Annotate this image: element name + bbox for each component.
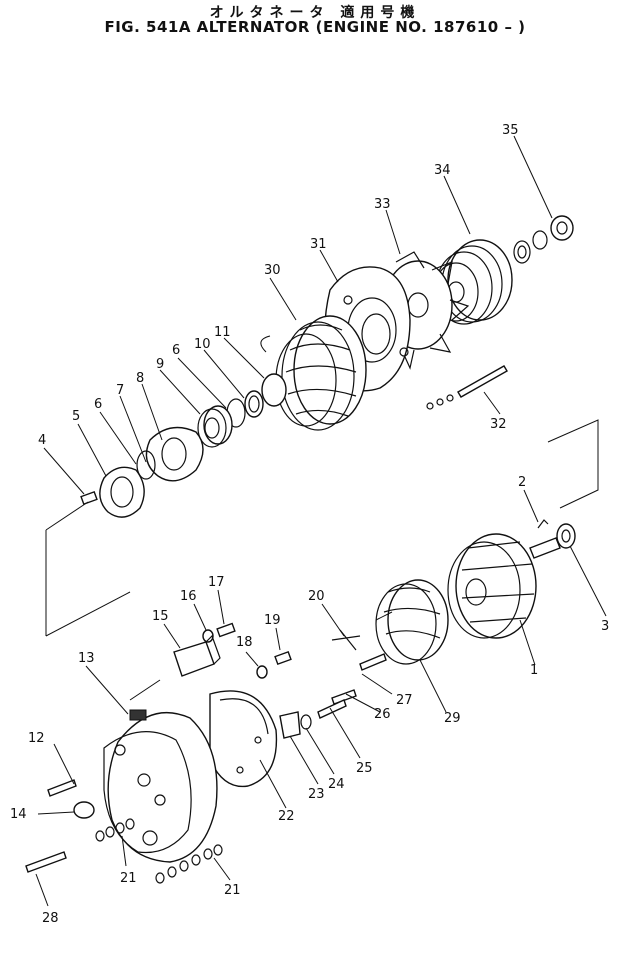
figure-title-japanese: オルタネータ 適用号機 [209, 5, 421, 21]
callout-30: 30 [264, 263, 281, 278]
callout-14: 14 [10, 807, 27, 822]
part-bolt-26 [331, 689, 357, 705]
callout-35: 35 [502, 123, 519, 138]
part-screw-17 [216, 622, 236, 638]
callout-33: 33 [374, 197, 391, 212]
callout-29: 29 [444, 711, 461, 726]
figure-title: FIG. 541A ALTERNATOR (ENGINE NO. 187610 … [104, 18, 526, 36]
part-bolt-12 [47, 779, 77, 797]
part-stator [260, 315, 367, 431]
callout-24: 24 [328, 777, 345, 792]
callout-18: 18 [236, 635, 253, 650]
callout-17: 17 [208, 575, 225, 590]
part-rear-housing [103, 709, 218, 863]
part-screw-4 [80, 490, 98, 506]
part-bearing-plate [145, 426, 204, 482]
callout-34: 34 [434, 163, 451, 178]
callout-5: 5 [72, 409, 80, 424]
part-washer-3 [556, 523, 576, 549]
callout-8: 8 [136, 371, 144, 386]
callout-leaders [35, 135, 607, 907]
part-collar [244, 390, 264, 418]
part-key [537, 519, 549, 529]
part-clip [331, 629, 361, 651]
callout-32: 32 [490, 417, 507, 432]
callout-21a: 21 [120, 871, 137, 886]
part-bearing-retainer [99, 466, 145, 518]
part-bearing [197, 405, 233, 448]
part-bolt-25 [317, 699, 347, 719]
part-regulator [173, 634, 221, 677]
callout-11: 11 [214, 325, 231, 340]
callout-12: 12 [28, 731, 45, 746]
callout-6b: 6 [172, 343, 180, 358]
callout-31: 31 [310, 237, 327, 252]
callout-16: 16 [180, 589, 197, 604]
part-insulating-washers [95, 818, 223, 884]
callout-19: 19 [264, 613, 281, 628]
part-bolt-27 [359, 653, 387, 671]
part-screw-19 [274, 650, 292, 666]
part-bolt-28 [25, 851, 67, 873]
part-field-coil [375, 579, 449, 665]
assembly-bracket-lines [45, 419, 599, 701]
callout-2: 2 [518, 475, 526, 490]
callout-1: 1 [530, 663, 538, 678]
callout-21b: 21 [224, 883, 241, 898]
part-cap [73, 801, 95, 819]
callout-3: 3 [601, 619, 609, 634]
part-pulley [433, 239, 513, 325]
part-brush-holder-plate [209, 690, 278, 788]
callout-25: 25 [356, 761, 373, 776]
callout-20: 20 [308, 589, 325, 604]
part-washer-16 [202, 629, 214, 643]
part-spacer [261, 373, 287, 407]
callout-27: 27 [396, 693, 413, 708]
callout-7: 7 [116, 383, 124, 398]
part-lock-washers [513, 230, 548, 264]
callout-28: 28 [42, 911, 59, 926]
callout-10: 10 [194, 337, 211, 352]
callout-22: 22 [278, 809, 295, 824]
callout-15: 15 [152, 609, 169, 624]
callout-26: 26 [374, 707, 391, 722]
part-bracket-23 [279, 711, 301, 739]
part-snap-ring-7 [136, 450, 156, 480]
part-washer-24 [300, 714, 312, 730]
part-nut-18 [256, 665, 268, 679]
callout-6a: 6 [94, 397, 102, 412]
part-nut [550, 215, 574, 241]
callout-labels: 1 2 3 4 5 6 6 7 8 9 10 11 12 13 14 15 16… [10, 123, 609, 926]
callout-4: 4 [38, 433, 46, 448]
part-rotor [447, 533, 561, 639]
callout-13: 13 [78, 651, 95, 666]
callout-23: 23 [308, 787, 325, 802]
part-through-bolt [426, 365, 508, 410]
callout-9: 9 [156, 357, 164, 372]
